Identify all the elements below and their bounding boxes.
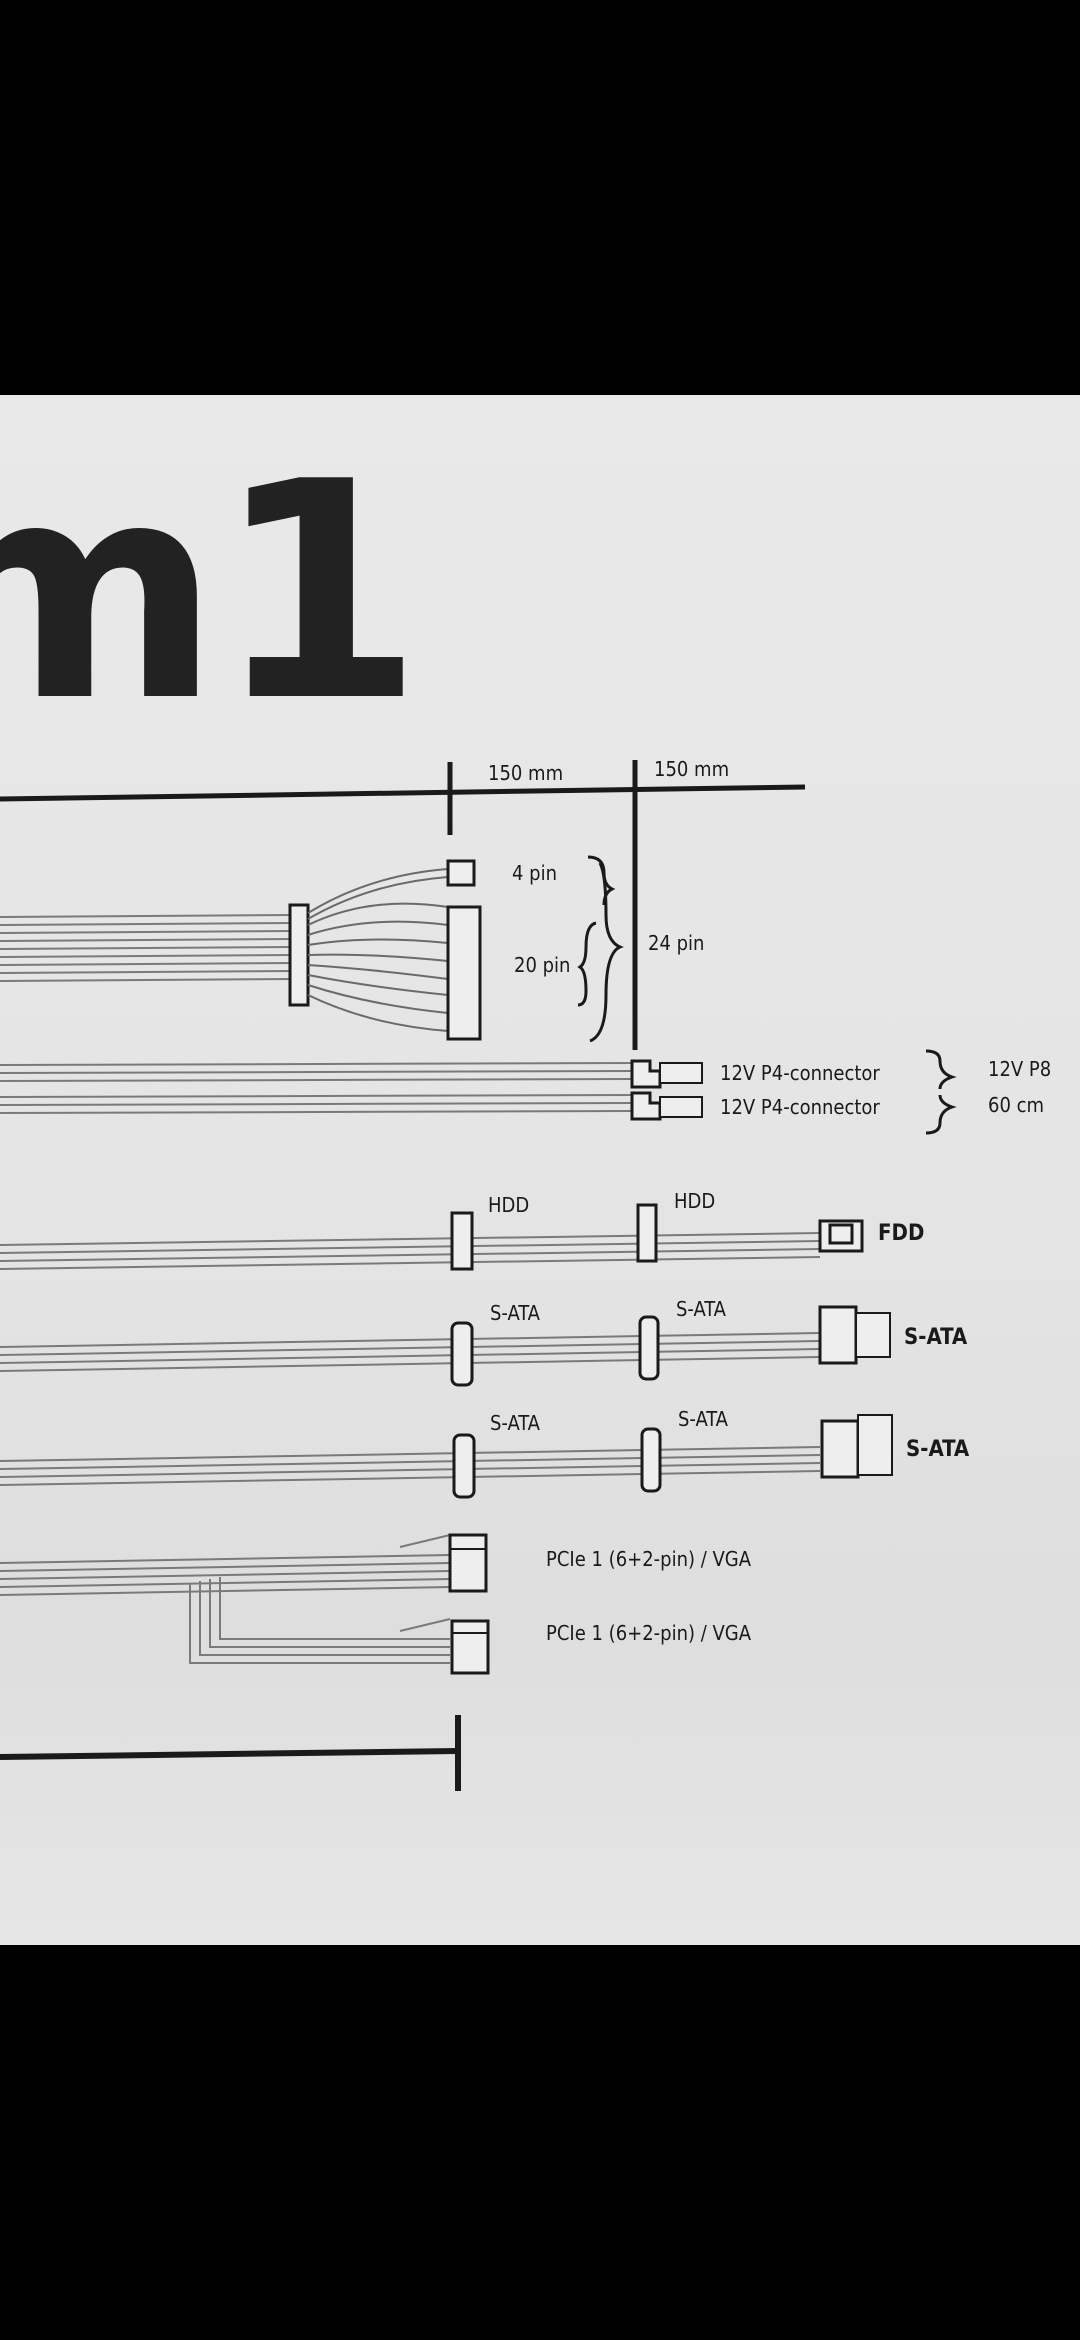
label-pcie-1: PCIe 1 (6+2-pin) / VGA: [546, 1547, 752, 1571]
fdd-connector: [818, 1219, 864, 1253]
sata-cable-1: [0, 1332, 821, 1372]
label-60-cm: 60 cm: [988, 1093, 1045, 1117]
manual-photo: m1: [0, 395, 1080, 1945]
pcie-connector-1: [448, 1533, 488, 1593]
dimension-label-1: 150 mm: [488, 761, 564, 785]
eps-cable-2: [0, 1094, 633, 1114]
label-24-pin: 24 pin: [648, 931, 705, 955]
atx-4pin-connector: [446, 859, 476, 887]
brace-24pin: [589, 862, 624, 1043]
sata2-end-connector: [820, 1419, 860, 1479]
label-12v-p8: 12V P8: [988, 1057, 1052, 1081]
sata2-connector-b: [640, 1427, 662, 1493]
label-pcie-2: PCIe 1 (6+2-pin) / VGA: [546, 1621, 752, 1645]
brace-20pin: [577, 921, 597, 1007]
sata-cable-2: [0, 1446, 821, 1486]
molex-cable: [0, 1232, 821, 1270]
pcie-connector-2: [450, 1619, 490, 1675]
label-sata1-a: S-ATA: [490, 1301, 540, 1325]
label-fdd: FDD: [878, 1221, 925, 1246]
atx-fan-wires: [307, 868, 449, 1032]
brace-eps-bottom: [925, 1094, 957, 1135]
label-hdd-1: HDD: [488, 1193, 530, 1217]
atx-cable-clamp: [288, 903, 310, 1007]
sata2-end-tab: [857, 1414, 893, 1476]
eps-latch-1: [659, 1062, 703, 1084]
eps-connector-2: [630, 1091, 662, 1121]
brand-title-fragment: m1: [0, 418, 423, 767]
label-sata2-b: S-ATA: [678, 1407, 728, 1431]
eps-connector-1: [630, 1059, 662, 1089]
dimension-line: [0, 784, 806, 802]
label-sata2-a: S-ATA: [490, 1411, 540, 1435]
sata1-end-connector: [818, 1305, 858, 1365]
label-eps-connector-2: 12V P4-connector: [720, 1095, 880, 1119]
sata1-end-tab: [855, 1312, 891, 1358]
eps-cable-1: [0, 1062, 633, 1082]
pcie-cable: [0, 1534, 451, 1664]
sata2-connector-a: [452, 1433, 476, 1499]
label-4-pin: 4 pin: [512, 861, 557, 885]
label-eps-connector-1: 12V P4-connector: [720, 1061, 880, 1085]
molex-hdd-connector-1: [450, 1211, 474, 1271]
sata1-connector-b: [638, 1315, 660, 1381]
cable-diagram: [0, 760, 957, 1791]
label-hdd-2: HDD: [674, 1189, 716, 1213]
sata1-connector-a: [450, 1321, 474, 1387]
atx-20pin-connector: [446, 905, 482, 1041]
label-20-pin: 20 pin: [514, 953, 571, 977]
atx-cable: [0, 914, 293, 982]
eps-latch-2: [659, 1096, 703, 1118]
label-sata1-b: S-ATA: [676, 1297, 726, 1321]
label-sata2-end: S-ATA: [906, 1437, 970, 1462]
molex-hdd-connector-2: [636, 1203, 658, 1263]
brace-eps-top: [925, 1049, 957, 1090]
bottom-dimension-line: [0, 1748, 459, 1760]
label-sata1-end: S-ATA: [904, 1325, 968, 1350]
dimension-label-2: 150 mm: [654, 757, 730, 781]
